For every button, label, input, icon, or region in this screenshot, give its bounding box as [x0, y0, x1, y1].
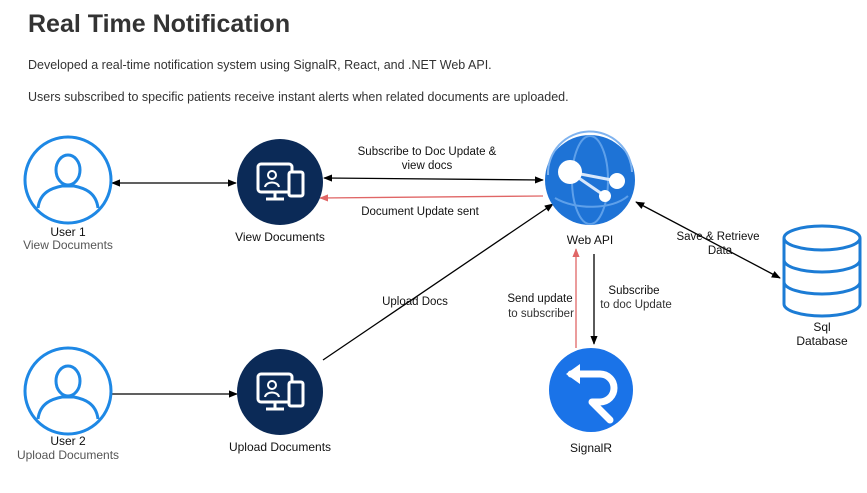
- subscribe-doc-label-line1: Subscribe: [608, 285, 659, 297]
- document-update-sent-arrow: [319, 194, 544, 202]
- web-api-node: Web API: [545, 130, 635, 247]
- save-retrieve-label-line2: Data: [708, 245, 733, 257]
- web-api-globe-icon: [545, 130, 635, 225]
- upload-documents-node: Upload Documents: [229, 349, 331, 454]
- signalr-logo-icon: [549, 348, 633, 432]
- upload-docs-webapi-arrow: [322, 203, 554, 361]
- user-icon: [23, 346, 113, 436]
- user-icon: [23, 135, 113, 225]
- subscribe-label-line1: Subscribe to Doc Update &: [358, 146, 497, 158]
- signalr-node: SignalR: [549, 348, 633, 455]
- signalr-label: SignalR: [570, 441, 612, 455]
- sql-label-line1: Sql: [813, 320, 830, 334]
- description-line-2: Users subscribed to specific patients re…: [28, 90, 569, 104]
- send-update-label-line2: to subscriber: [508, 308, 574, 320]
- document-update-sent-label: Document Update sent: [361, 206, 479, 218]
- sql-database-node: Sql Database: [782, 224, 862, 348]
- subscribe-doc-label-line2: to doc Update: [600, 299, 672, 311]
- user2-name: User 2: [50, 434, 86, 448]
- save-retrieve-label-line1: Save & Retrieve: [676, 231, 759, 243]
- user1-node: User 1 View Documents: [23, 135, 113, 252]
- page-title: Real Time Notification: [28, 10, 291, 38]
- web-api-label: Web API: [567, 233, 613, 247]
- database-icon: [782, 224, 862, 318]
- save-retrieve-arrow: [635, 201, 781, 279]
- user2-role: Upload Documents: [17, 448, 119, 462]
- devices-icon: [237, 349, 323, 435]
- sql-label-line2: Database: [796, 334, 848, 348]
- devices-icon: [237, 139, 323, 225]
- send-update-label-line1: Send update: [507, 293, 572, 305]
- subscribe-label-line2: view docs: [402, 160, 453, 172]
- user1-role: View Documents: [23, 238, 113, 252]
- view-documents-node: View Documents: [235, 139, 325, 244]
- upload-documents-label: Upload Documents: [229, 440, 331, 454]
- upload-docs-label: Upload Docs: [382, 296, 448, 308]
- description-line-1: Developed a real-time notification syste…: [28, 58, 492, 72]
- view-documents-label: View Documents: [235, 230, 325, 244]
- user2-node: User 2 Upload Documents: [17, 346, 119, 462]
- view-docs-webapi-arrow: [323, 174, 544, 184]
- user1-name: User 1: [50, 225, 86, 239]
